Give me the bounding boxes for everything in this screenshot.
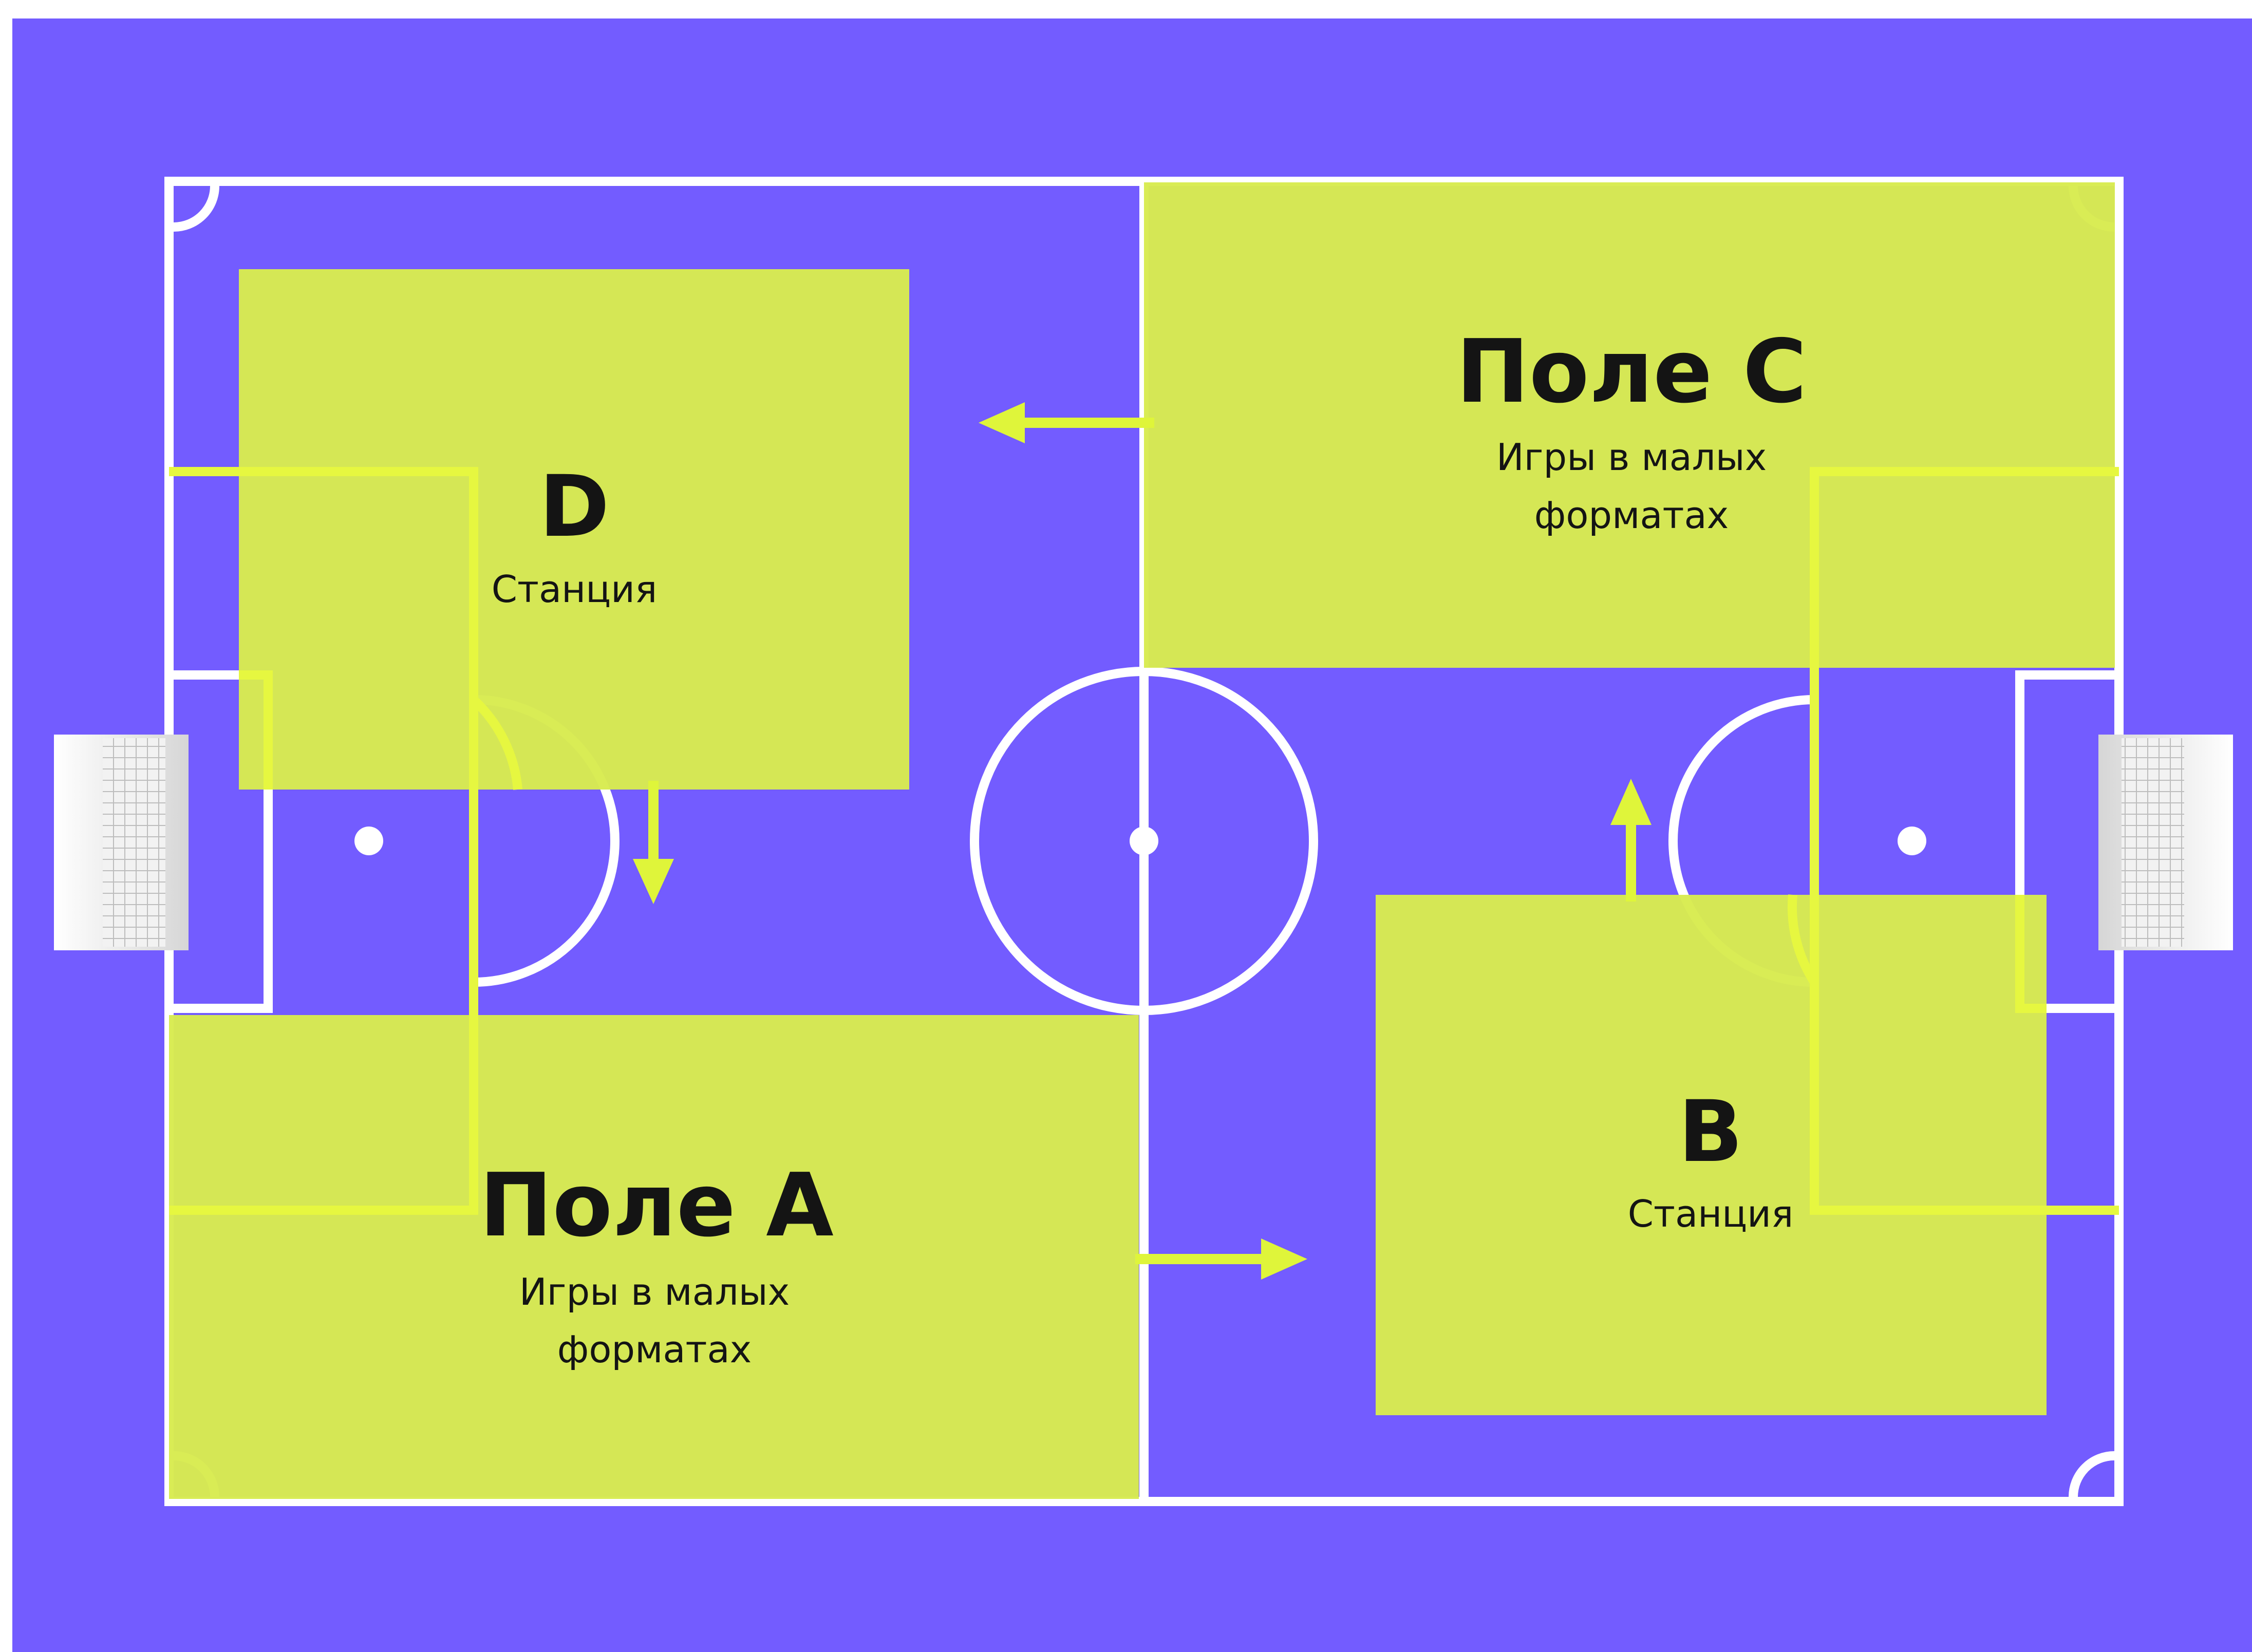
zone-b: B Станция [1376, 895, 2047, 1415]
zone-d: D Станция [239, 269, 909, 790]
zone-c-title: Поле C [1456, 321, 1807, 423]
goal-left-icon [54, 735, 189, 950]
zone-d-subtitle: Станция [492, 568, 658, 611]
right-penalty-spot [1898, 827, 1926, 855]
zone-a-subtitle-line1: Игры в малых [519, 1270, 790, 1313]
zone-a: Поле A Игры в малых форматах [169, 1015, 1139, 1499]
zone-a-subtitle-line2: форматах [557, 1328, 752, 1371]
zone-d-title: D [539, 457, 610, 556]
zone-c-subtitle-line1: Игры в малых [1496, 436, 1767, 479]
zone-b-title: B [1678, 1082, 1743, 1181]
zone-c: Поле C Игры в малых форматах [1144, 182, 2115, 668]
zone-a-title: Поле A [479, 1155, 834, 1256]
zone-c-subtitle-line2: форматах [1534, 494, 1729, 537]
zone-b-subtitle: Станция [1628, 1192, 1794, 1235]
zone-a-box [169, 1015, 1139, 1499]
center-spot [1130, 827, 1158, 855]
goal-right-icon [2098, 735, 2233, 950]
left-penalty-spot [354, 827, 383, 855]
zone-c-box [1144, 182, 2115, 668]
